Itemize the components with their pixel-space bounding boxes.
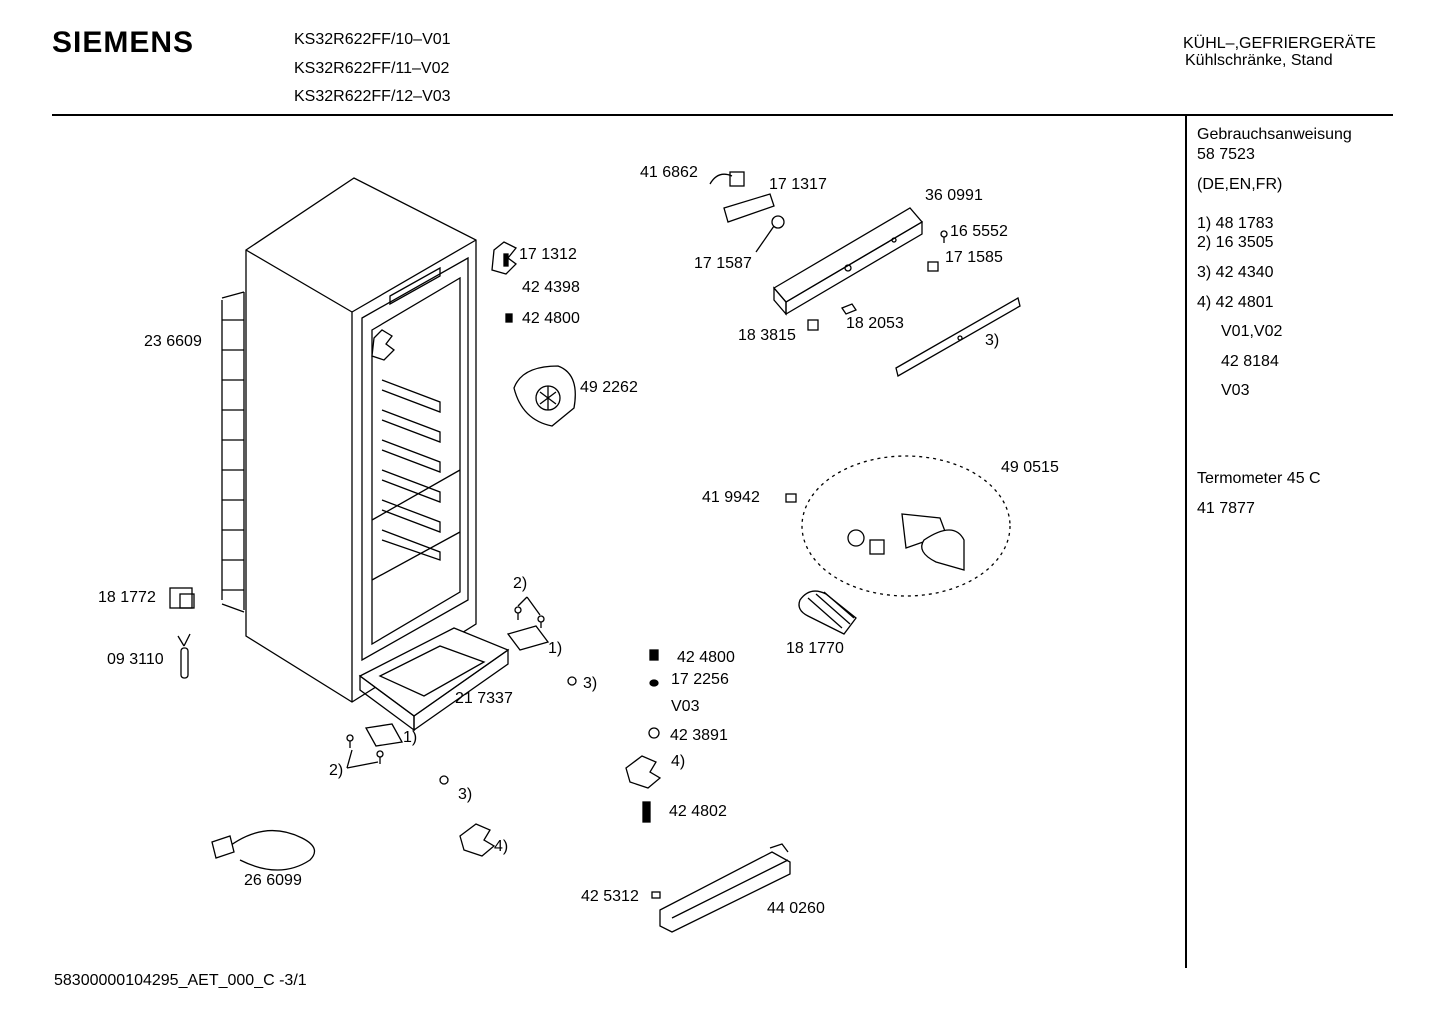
- model-number-1: KS32R622FF/10–V01: [294, 31, 451, 48]
- variant-b: V03: [1221, 382, 1250, 399]
- note-ref-4-lower: 4): [494, 838, 509, 855]
- label-416862: 41 6862: [640, 164, 698, 181]
- label-266099: 26 6099: [244, 872, 302, 889]
- control-panel: [773, 207, 923, 316]
- note-ref-1-upper: 1): [548, 640, 563, 657]
- label-440260: 44 0260: [767, 900, 825, 917]
- lamp-cover: [798, 590, 857, 635]
- note-3: 3) 42 4340: [1197, 264, 1274, 281]
- screws-lower: [346, 734, 384, 769]
- note-2: 2) 16 3505: [1197, 234, 1274, 251]
- brand-logo: SIEMENS: [52, 26, 195, 59]
- label-093110: 09 3110: [107, 651, 164, 668]
- label-171312: 17 1312: [519, 246, 577, 263]
- label-424800-a: 42 4800: [522, 310, 580, 327]
- label-165552: 16 5552: [950, 223, 1008, 240]
- bracket-lower-left: [364, 723, 404, 747]
- label-492262: 49 2262: [580, 379, 638, 396]
- note-ref-2-upper: 2): [513, 575, 528, 592]
- note-ref-3-top: 3): [985, 332, 1000, 349]
- model-number-3: KS32R622FF/12–V03: [294, 88, 451, 105]
- note-4: 4) 42 4801: [1197, 294, 1274, 311]
- label-425312: 42 5312: [581, 888, 639, 905]
- light-assembly: [785, 455, 1011, 597]
- note-1: 1) 48 1783: [1197, 215, 1274, 232]
- bracket-upper-right: [506, 625, 550, 651]
- variant-a: V01,V02: [1221, 323, 1283, 340]
- header-divider: [52, 114, 1393, 116]
- note-ref-4-mid: 4): [671, 753, 686, 770]
- trim-strip: [895, 297, 1021, 377]
- thermometer-part: 41 7877: [1197, 500, 1255, 517]
- label-360991: 36 0991: [925, 187, 983, 204]
- shelf-rails: [381, 379, 441, 561]
- kick-plate: [651, 843, 791, 933]
- label-171585: 17 1585: [945, 249, 1003, 266]
- category-title: KÜHL–,GEFRIERGERÄTE: [1183, 35, 1376, 52]
- condenser-coil: [221, 291, 245, 613]
- temperature-sensor: [177, 633, 191, 679]
- label-183815: 18 3815: [738, 327, 796, 344]
- thermostat-housing: [169, 587, 195, 609]
- label-181772: 18 1772: [98, 589, 156, 606]
- document-footer: 58300000104295_AET_000_C -3/1: [54, 972, 307, 989]
- category-subtitle: Kühlschränke, Stand: [1185, 52, 1333, 69]
- bottom-tray: [358, 627, 510, 732]
- model-number-2: KS32R622FF/11–V02: [294, 60, 450, 77]
- fan-housing: [513, 365, 576, 427]
- switch-module: [709, 171, 785, 253]
- screws-upper: [514, 596, 545, 628]
- variant-part: 42 8184: [1221, 353, 1279, 370]
- manual-languages: (DE,EN,FR): [1197, 176, 1283, 193]
- sidebar-divider: [1185, 116, 1187, 968]
- thermometer-label: Termometer 45 C: [1197, 470, 1321, 487]
- label-424800-b: 42 4800: [677, 649, 735, 666]
- power-cord: [211, 829, 316, 871]
- note-ref-3-mid: 3): [583, 675, 598, 692]
- label-v03: V03: [671, 698, 700, 715]
- label-423891: 42 3891: [670, 727, 728, 744]
- manual-number: 58 7523: [1197, 146, 1255, 163]
- label-171317: 17 1317: [769, 176, 827, 193]
- fasteners-middle: [439, 253, 660, 823]
- label-236609: 23 6609: [144, 333, 202, 350]
- manual-title: Gebrauchsanweisung: [1197, 126, 1352, 143]
- note-ref-2-lower: 2): [329, 762, 344, 779]
- hinge-mid: [459, 755, 662, 857]
- note-ref-3-lower: 3): [458, 786, 473, 803]
- note-ref-1-lower: 1): [403, 729, 418, 746]
- label-419942: 41 9942: [702, 489, 760, 506]
- cabinet-body: [245, 177, 477, 703]
- label-182053: 18 2053: [846, 315, 904, 332]
- small-parts-panel: [807, 230, 948, 331]
- label-424398: 42 4398: [522, 279, 580, 296]
- label-181770: 18 1770: [786, 640, 844, 657]
- label-424802: 42 4802: [669, 803, 727, 820]
- label-217337: 21 7337: [455, 690, 513, 707]
- label-171587: 17 1587: [694, 255, 752, 272]
- label-172256: 17 2256: [671, 671, 729, 688]
- label-490515: 49 0515: [1001, 459, 1059, 476]
